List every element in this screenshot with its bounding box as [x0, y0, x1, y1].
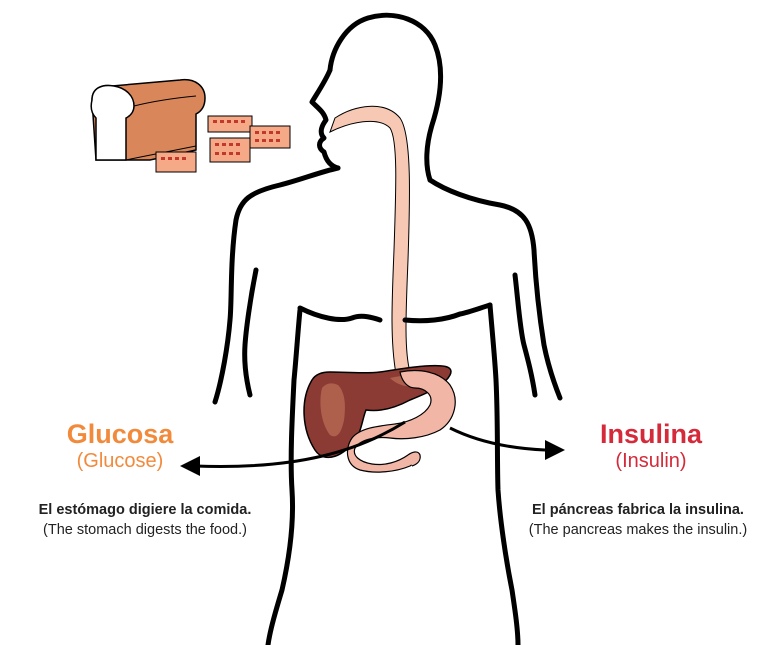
- insulin-description: El páncreas fabrica la insulina. (The pa…: [500, 500, 776, 540]
- glucose-subtitle: (Glucose): [0, 449, 240, 473]
- esophagus: [330, 106, 410, 374]
- glucose-desc-es: El estómago digiere la comida.: [0, 500, 290, 520]
- insulin-desc-en: (The pancreas makes the insulin.): [500, 520, 776, 540]
- insulin-title: Insulina: [526, 419, 776, 449]
- glucose-description: El estómago digiere la comida. (The stom…: [0, 500, 290, 540]
- insulin-desc-es: El páncreas fabrica la insulina.: [500, 500, 776, 520]
- glucose-desc-en: (The stomach digests the food.): [0, 520, 290, 540]
- insulin-label: Insulina (Insulin): [526, 419, 776, 473]
- glucose-label: Glucosa (Glucose): [0, 419, 240, 473]
- glucose-title: Glucosa: [0, 419, 240, 449]
- bread-loaf-icon: [91, 80, 205, 160]
- insulin-subtitle: (Insulin): [526, 449, 776, 473]
